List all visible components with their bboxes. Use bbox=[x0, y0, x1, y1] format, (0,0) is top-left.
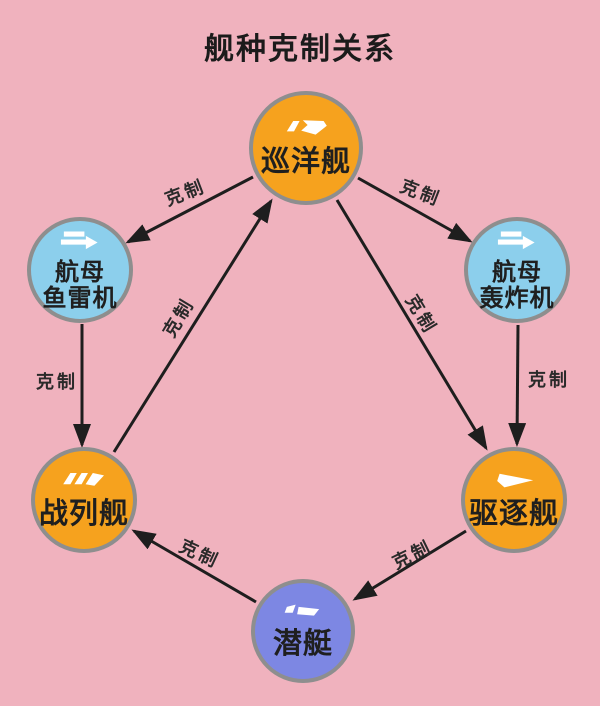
node-destroyer: 驱逐舰 bbox=[461, 447, 567, 553]
node-cruiser-label: 巡洋舰 bbox=[260, 145, 351, 178]
node-submarine-label: 潜艇 bbox=[272, 627, 333, 660]
submarine-icon bbox=[281, 602, 325, 627]
edge-label-torpedo-counters-battleship: 克制 bbox=[36, 372, 78, 392]
node-carrier-torpedo-line1: 航母 bbox=[55, 258, 105, 286]
node-cruiser: 巡洋舰 bbox=[249, 91, 363, 205]
cruiser-ship-icon bbox=[282, 118, 330, 145]
battleship-ship-icon bbox=[60, 470, 108, 497]
edge-label-bomber-counters-destroyer: 克制 bbox=[528, 370, 570, 390]
arrow-cruiser-to-carrier-torpedo bbox=[125, 175, 254, 244]
node-battleship-label: 战列舰 bbox=[38, 497, 129, 530]
arrow-cruiser-to-destroyer bbox=[335, 199, 488, 451]
node-battleship: 战列舰 bbox=[31, 447, 137, 553]
arrow-carrier-bomber-to-destroyer bbox=[508, 324, 527, 447]
node-carrier-torpedo-line2: 鱼雷机 bbox=[42, 284, 118, 312]
node-destroyer-label: 驱逐舰 bbox=[468, 497, 559, 530]
node-carrier-bomber: 航母 轰炸机 bbox=[464, 217, 570, 323]
arrow-battleship-to-cruiser bbox=[112, 198, 273, 453]
arrow-cruiser-to-carrier-bomber bbox=[357, 176, 473, 243]
destroyer-ship-icon bbox=[490, 470, 538, 497]
arrow-submarine-to-battleship bbox=[131, 529, 257, 604]
node-carrier-torpedo: 航母 鱼雷机 bbox=[27, 217, 133, 323]
node-carrier-bomber-line2: 轰炸机 bbox=[479, 284, 555, 312]
node-carrier-bomber-line1: 航母 bbox=[492, 258, 542, 286]
bomber-plane-icon bbox=[495, 229, 539, 258]
diagram-title: 舰种克制关系 bbox=[204, 33, 396, 66]
node-submarine: 潜艇 bbox=[251, 579, 355, 683]
torpedo-plane-icon bbox=[58, 229, 102, 258]
arrow-destroyer-to-submarine bbox=[352, 529, 467, 601]
